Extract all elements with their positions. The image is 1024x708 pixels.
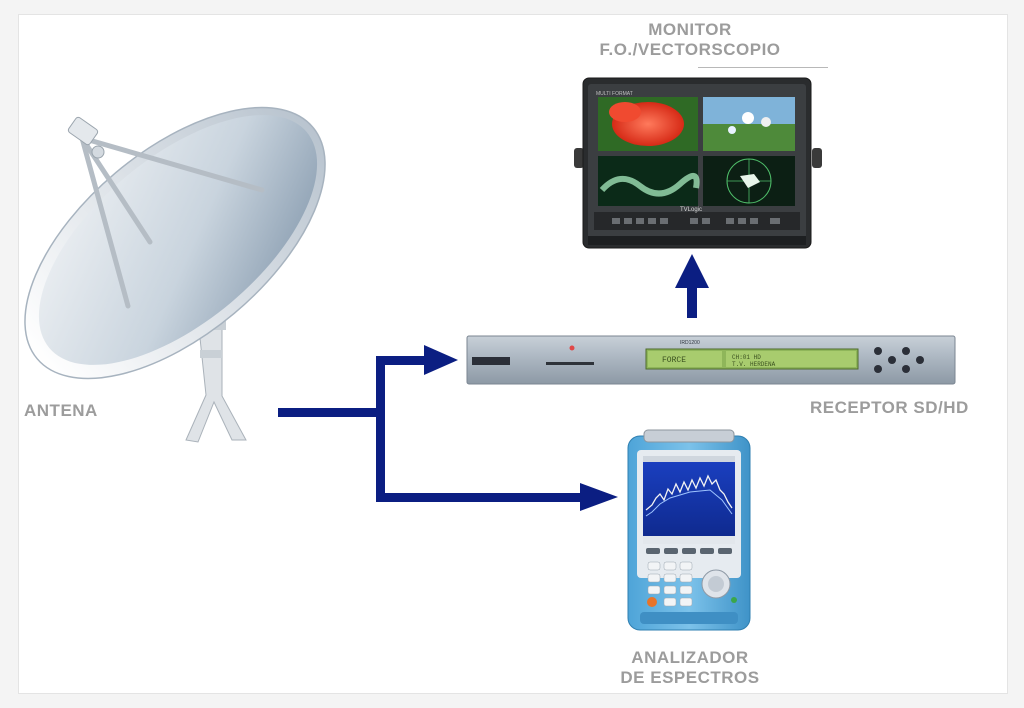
monitor-label-line1: MONITOR: [648, 20, 732, 39]
receiver-nav-buttons: [874, 347, 924, 373]
analyzer-keypad: [647, 561, 693, 607]
analyzer-label-line2: DE ESPECTROS: [620, 668, 760, 687]
monitor-label: MONITOR F.O./VECTORSCOPIO: [560, 20, 820, 60]
receiver-display-line2: T.V. HERDENA: [732, 361, 776, 368]
arrow-trunk: [376, 356, 385, 502]
arrow-antenna-out: [278, 408, 381, 417]
arrow-head-receiver: [424, 345, 458, 375]
arrow-receiver-monitor: [687, 284, 697, 318]
satellite-dish-antenna: [24, 106, 326, 443]
sd-hd-receiver: IRD1200 FORCE CH:01 HD T.V. HERDENA: [466, 335, 956, 385]
monitor-label-underline: [698, 67, 828, 68]
monitor-label-line2: F.O./VECTORSCOPIO: [599, 40, 781, 59]
spectrum-analyzer: [627, 429, 751, 631]
antenna-label: ANTENA: [24, 401, 98, 420]
analyzer-label: ANALIZADOR DE ESPECTROS: [585, 648, 795, 688]
monitor-brand: TVLogic: [680, 207, 702, 213]
arrow-head-monitor: [675, 254, 709, 288]
receiver-model: IRD1200: [680, 340, 700, 346]
receiver-display-line1: CH:01 HD: [732, 354, 761, 361]
spectrum-trace: [645, 474, 733, 511]
receiver-label: RECEPTOR SD/HD: [810, 398, 969, 417]
lnb-feedhorn: [67, 116, 105, 159]
signal-arrows: [278, 254, 709, 511]
arrow-head-analyzer: [580, 483, 618, 511]
analyzer-softkeys: [646, 548, 732, 554]
monitor-buttons: [612, 218, 780, 224]
receiver-display-left: FORCE: [662, 356, 686, 365]
monitor-header-text: MULTI FORMAT: [596, 91, 633, 97]
broadcast-monitor: MULTI FORMAT TVLogic: [574, 77, 822, 249]
analyzer-label-line1: ANALIZADOR: [631, 648, 749, 667]
